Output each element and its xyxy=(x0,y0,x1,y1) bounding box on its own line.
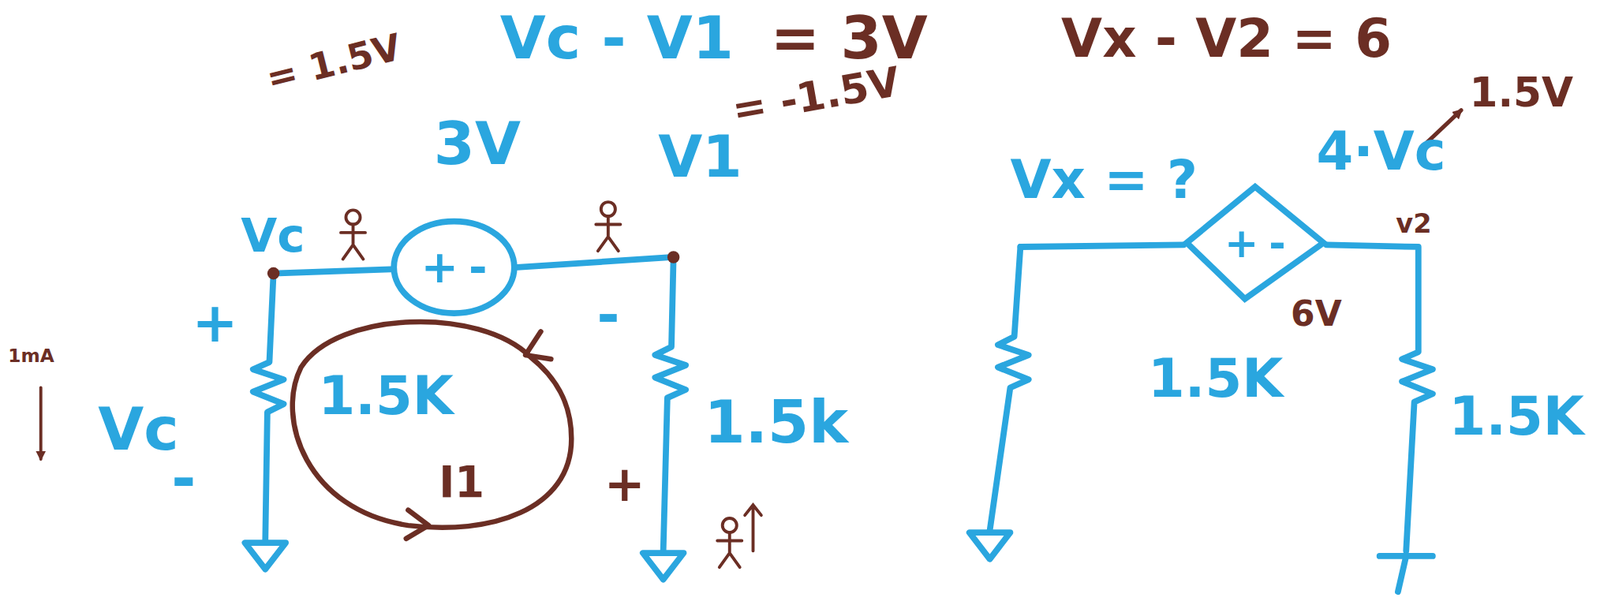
source-value: 3V xyxy=(433,114,521,174)
node-voltage: v2 xyxy=(1395,209,1432,237)
current-arrow xyxy=(39,387,43,460)
resistor-value: 1.5k xyxy=(703,392,849,453)
resistor-value: 1.5K xyxy=(1449,389,1585,443)
resistor-symbol xyxy=(1326,244,1433,551)
node-content: +- xyxy=(1183,183,1327,303)
node-voltage: Vx = ? xyxy=(1009,153,1198,206)
node-dot xyxy=(267,267,281,281)
current-value: 1mA xyxy=(7,347,54,366)
source-shape xyxy=(1186,186,1324,300)
ground-symbol xyxy=(642,553,685,580)
voltage-value: 1.5V xyxy=(1469,71,1574,113)
loop-current xyxy=(292,321,572,528)
ground-symbol xyxy=(1379,556,1433,592)
source-value: 6V xyxy=(1290,295,1343,331)
node-voltage: V1 xyxy=(657,128,742,186)
polarity-sign: - xyxy=(1268,222,1286,264)
wire xyxy=(273,269,392,273)
polarity-sign: + xyxy=(191,295,239,352)
equation: Vc - V1 xyxy=(500,7,734,68)
source-shape xyxy=(393,221,515,314)
loop-arrowhead xyxy=(406,510,429,539)
polarity-sign: + xyxy=(1224,222,1259,264)
current-label: I1 xyxy=(438,461,485,505)
resistor-value: 1.5K xyxy=(318,369,454,423)
loop-arrowhead xyxy=(525,331,551,359)
voltage-label: Vc xyxy=(97,400,180,460)
resistor-symbol xyxy=(990,246,1029,531)
node-dot xyxy=(667,250,681,264)
ground-symbol xyxy=(244,542,286,570)
voltage-value: = 1.5V xyxy=(262,28,405,98)
polarity-sign: - xyxy=(171,448,196,509)
ground-symbol xyxy=(969,532,1011,560)
polarity-sign: + xyxy=(604,459,646,509)
dependent-source-diamond: +- xyxy=(1183,183,1327,303)
equation: Vx - V2 = 6 xyxy=(1061,12,1392,66)
voltage-source-circle: +- xyxy=(390,218,517,317)
resistor-value: 1.5K xyxy=(1147,351,1283,405)
resistor-symbol xyxy=(253,273,285,542)
polarity-sign: - xyxy=(468,244,488,290)
voltage-value: = -1.5V xyxy=(728,60,903,131)
polarity-sign: + xyxy=(420,244,459,290)
source-expression: 4·Vc xyxy=(1315,124,1446,178)
polarity-sign: - xyxy=(597,287,621,344)
wire xyxy=(1020,244,1184,247)
equation: = 3V xyxy=(770,7,928,68)
resistor-symbol xyxy=(654,257,686,551)
node-content: +- xyxy=(390,218,517,317)
node-voltage: Vc xyxy=(240,212,305,259)
wire xyxy=(517,257,674,268)
